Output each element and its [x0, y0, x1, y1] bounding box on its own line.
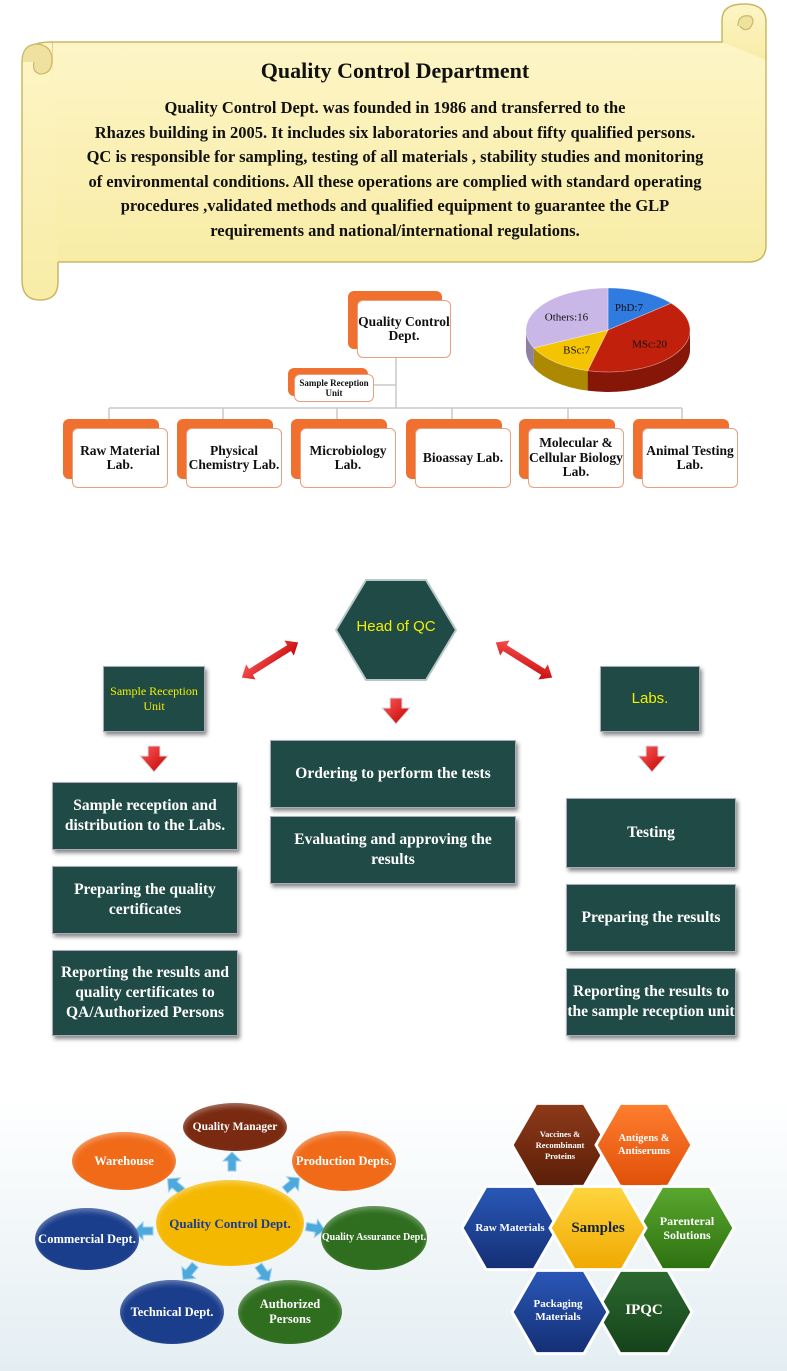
pie-label: PhD:7 — [615, 302, 644, 314]
org-connectors — [108, 354, 683, 426]
hex-vaccines: Vaccines & Recombinant Proteins — [535, 1128, 585, 1161]
org-sample-reception-unit: Sample Reception Unit — [294, 374, 374, 402]
link-arrow-icon — [181, 1261, 199, 1280]
link-arrow-icon — [221, 1151, 243, 1172]
hex-samples-center: Samples — [571, 1219, 625, 1236]
task-preparing-certificates: Preparing the quality certificates — [52, 866, 238, 934]
intro-line: QC is responsible for sampling, testing … — [86, 147, 704, 166]
samples-hex-cluster — [460, 1101, 736, 1356]
org-lab-bioassay: Bioassay Lab. — [415, 428, 511, 488]
task-testing: Testing — [566, 798, 736, 868]
org-lab-molecular-cellular: Molecular & Cellular Biology Lab. — [528, 428, 624, 488]
rel-technical-dept: Technical Dept. — [120, 1280, 224, 1344]
intro-line: of environmental conditions. All these o… — [88, 171, 702, 191]
org-lab-animal-testing: Animal Testing Lab. — [642, 428, 738, 488]
pie-label: BSc:7 — [563, 344, 590, 356]
hex-packaging: Packaging Materials — [533, 1298, 583, 1323]
link-arrow-icon — [281, 1176, 300, 1194]
rel-quality-assurance-dept: Quality Assurance Dept. — [321, 1206, 427, 1270]
task-evaluating-results: Evaluating and approving the results — [270, 816, 516, 884]
down-arrow-icon — [138, 745, 170, 773]
intro-line: requirements and national/international … — [210, 220, 580, 240]
intro-paragraph: Quality Control Dept. was founded in 198… — [55, 96, 735, 243]
link-arrow-icon — [304, 1218, 326, 1239]
pie-slice — [607, 287, 673, 331]
org-qc-dept: Quality Control Dept. — [357, 300, 451, 358]
flow-sample-reception-unit: Sample Reception Unit — [103, 666, 205, 732]
org-lab-physical-chemistry: Physical Chemistry Lab. — [186, 428, 282, 488]
hex-raw-shape — [460, 1184, 560, 1272]
hex-parenteral: Parenteral Solutions — [659, 1214, 715, 1242]
pie-slice — [525, 287, 609, 349]
task-preparing-results: Preparing the results — [566, 884, 736, 952]
head-of-qc-hexagon — [334, 579, 458, 681]
org-lab-raw-material: Raw Material Lab. — [72, 428, 168, 488]
link-arrow-icon — [254, 1262, 273, 1282]
flow-arrows — [138, 579, 668, 773]
intro-line: Rhazes building in 2005. It includes six… — [94, 122, 696, 142]
pie-label: Others:16 — [545, 311, 589, 323]
pie-slice-side — [526, 330, 534, 368]
pie-slice — [586, 302, 691, 373]
task-ordering-tests: Ordering to perform the tests — [270, 740, 516, 808]
hex-samples-shape — [548, 1184, 648, 1272]
pie-slice-side — [533, 347, 588, 391]
down-arrow-icon — [380, 697, 412, 725]
org-lab-microbiology: Microbiology Lab. — [300, 428, 396, 488]
intro-line: Quality Control Dept. was founded in 198… — [164, 98, 626, 117]
task-sample-reception: Sample reception and distribution to the… — [52, 782, 238, 850]
intro-line: procedures ,validated methods and qualif… — [120, 196, 670, 215]
hex-antigens: Antigens & Antiserums — [618, 1133, 670, 1157]
page-title: Quality Control Department — [260, 58, 530, 83]
hex-raw-materials: Raw Materials — [475, 1221, 545, 1234]
task-reporting-results-qa: Reporting the results and quality certif… — [52, 950, 238, 1036]
down-arrow-icon — [636, 745, 668, 773]
rel-authorized-persons: Authorized Persons — [238, 1280, 342, 1344]
double-arrow-icon — [494, 639, 554, 681]
scroll-banner — [21, 3, 767, 301]
pie-label: MSc:20 — [632, 339, 667, 351]
hex-ipqc: IPQC — [625, 1301, 663, 1318]
rel-commercial-dept: Commercial Dept. — [35, 1208, 139, 1270]
double-arrow-icon — [240, 639, 300, 681]
rel-quality-control-dept: Quality Control Dept. — [156, 1180, 304, 1266]
task-reporting-results-unit: Reporting the results to the sample rece… — [566, 968, 736, 1036]
flow-labs: Labs. — [600, 666, 700, 732]
rel-warehouse: Warehouse — [72, 1132, 176, 1190]
pie-slice — [533, 329, 609, 372]
pie-slice-side — [587, 330, 690, 392]
rel-quality-manager: Quality Manager — [183, 1103, 287, 1151]
rel-production-depts: Production Depts. — [292, 1131, 396, 1191]
head-of-qc-label: Head of QC — [356, 618, 436, 635]
